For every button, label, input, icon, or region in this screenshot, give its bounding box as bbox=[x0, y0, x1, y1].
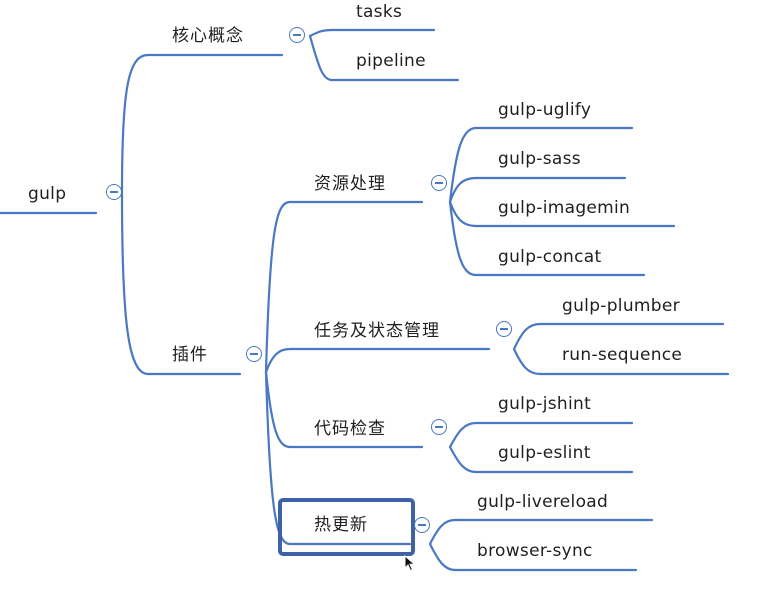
connector-root-to-plugins bbox=[120, 191, 150, 376]
connector-plugins-to-resource bbox=[264, 200, 292, 374]
node-gulp-imagemin[interactable]: gulp-imagemin bbox=[498, 198, 631, 218]
connector-plugins-to-task-state bbox=[264, 347, 292, 374]
connector-hotupdate-to-browsersync bbox=[428, 542, 457, 572]
mouse-pointer-icon bbox=[404, 555, 416, 572]
connector-core-to-pipeline bbox=[308, 34, 334, 82]
node-browser-sync[interactable]: browser-sync bbox=[477, 541, 593, 561]
connector-resource-to-uglify bbox=[448, 126, 478, 204]
node-gulp-concat[interactable]: gulp-concat bbox=[498, 247, 602, 267]
minus-circle-icon[interactable] bbox=[289, 27, 305, 43]
connector-hotupdate-to-livereload bbox=[428, 518, 457, 546]
connector-plugins-to-code-check bbox=[264, 370, 292, 449]
node-resource-processing[interactable]: 资源处理 bbox=[314, 174, 386, 194]
node-tasks[interactable]: tasks bbox=[356, 2, 403, 22]
node-gulp[interactable]: gulp bbox=[28, 184, 67, 204]
node-gulp-plumber[interactable]: gulp-plumber bbox=[562, 296, 680, 316]
connector-codecheck-to-jshint bbox=[448, 421, 478, 449]
minus-circle-icon[interactable] bbox=[431, 175, 447, 191]
connector-core-to-tasks bbox=[308, 28, 334, 38]
connector-resource-to-sass bbox=[448, 176, 478, 204]
node-gulp-sass[interactable]: gulp-sass bbox=[498, 149, 581, 169]
connector-root-to-core bbox=[120, 53, 150, 195]
node-gulp-uglify[interactable]: gulp-uglify bbox=[498, 100, 592, 120]
minus-circle-icon[interactable] bbox=[414, 517, 430, 533]
node-core-concepts[interactable]: 核心概念 bbox=[172, 26, 244, 46]
node-gulp-jshint[interactable]: gulp-jshint bbox=[498, 394, 592, 414]
minus-circle-icon[interactable] bbox=[106, 184, 122, 200]
selection-highlight bbox=[278, 498, 415, 556]
connector-resource-to-imagemin bbox=[448, 200, 478, 228]
connector-codecheck-to-eslint bbox=[448, 445, 478, 474]
connector-resource-to-concat bbox=[448, 200, 478, 277]
node-gulp-eslint[interactable]: gulp-eslint bbox=[498, 443, 591, 463]
node-hot-update[interactable]: 热更新 bbox=[314, 515, 368, 535]
node-gulp-livereload[interactable]: gulp-livereload bbox=[477, 492, 609, 512]
connector-taskstate-to-runsequence bbox=[512, 347, 542, 376]
connector-taskstate-to-plumber bbox=[512, 322, 542, 351]
node-code-check[interactable]: 代码检查 bbox=[314, 419, 386, 439]
minus-circle-icon[interactable] bbox=[496, 321, 512, 337]
minus-circle-icon[interactable] bbox=[431, 419, 447, 435]
node-plugins[interactable]: 插件 bbox=[172, 345, 208, 365]
node-pipeline[interactable]: pipeline bbox=[356, 51, 426, 71]
node-task-state-management[interactable]: 任务及状态管理 bbox=[314, 321, 440, 341]
connector-plugins-to-hot-update bbox=[264, 370, 292, 546]
node-run-sequence[interactable]: run-sequence bbox=[562, 345, 683, 365]
minus-circle-icon[interactable] bbox=[246, 346, 262, 362]
